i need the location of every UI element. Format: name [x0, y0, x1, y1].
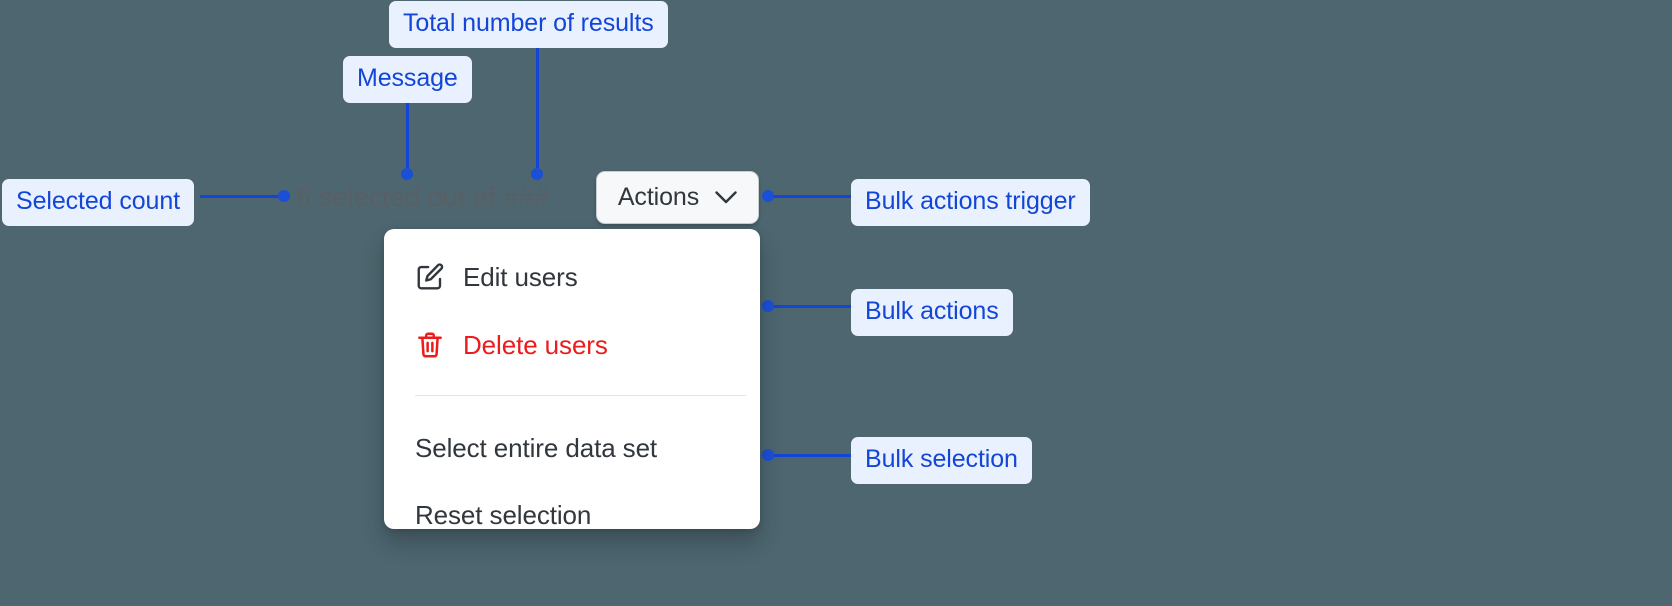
connector-total-results — [536, 40, 539, 178]
connector-bulk-selection — [770, 454, 858, 457]
bulk-actions-dropdown-menu: Edit users Delete users Select entire da… — [384, 229, 760, 529]
menu-item-delete-users[interactable]: Delete users — [384, 319, 760, 371]
annotation-chip-message: Message — [343, 56, 472, 103]
menu-item-select-entire-data-set[interactable]: Select entire data set — [384, 422, 760, 474]
trash-delete-icon — [415, 330, 445, 360]
connector-selected-count — [200, 195, 290, 198]
connector-bulk-actions-trigger — [768, 195, 858, 198]
menu-divider — [415, 395, 746, 396]
connector-dot-bulk-actions-trigger — [762, 190, 774, 202]
pencil-edit-icon — [415, 262, 445, 292]
bulk-actions-trigger-button[interactable]: Actions — [596, 171, 759, 224]
connector-dot-selected-count — [278, 190, 290, 202]
menu-item-delete-users-label: Delete users — [463, 330, 608, 360]
annotation-chip-selected-count: Selected count — [2, 179, 194, 226]
menu-item-edit-users[interactable]: Edit users — [384, 251, 760, 303]
annotation-chip-bulk-actions: Bulk actions — [851, 289, 1013, 336]
menu-item-edit-users-label: Edit users — [463, 262, 578, 292]
menu-item-select-entire-data-set-label: Select entire data set — [415, 433, 658, 463]
annotation-chip-bulk-actions-trigger: Bulk actions trigger — [851, 179, 1090, 226]
connector-bulk-actions — [770, 305, 858, 308]
connector-dot-bulk-actions — [762, 300, 774, 312]
selected-count-text: 6 selected out of ### — [296, 182, 549, 212]
connector-dot-bulk-selection — [762, 449, 774, 461]
chevron-down-icon — [715, 190, 737, 205]
menu-item-reset-selection[interactable]: Reset selection — [384, 489, 760, 529]
bulk-actions-trigger-label: Actions — [617, 183, 700, 211]
connector-dot-message — [401, 168, 413, 180]
connector-message — [406, 93, 409, 178]
annotation-chip-bulk-selection: Bulk selection — [851, 437, 1032, 484]
menu-item-reset-selection-label: Reset selection — [415, 500, 592, 529]
connector-dot-total-results — [531, 168, 543, 180]
annotation-chip-total-results: Total number of results — [389, 1, 668, 48]
